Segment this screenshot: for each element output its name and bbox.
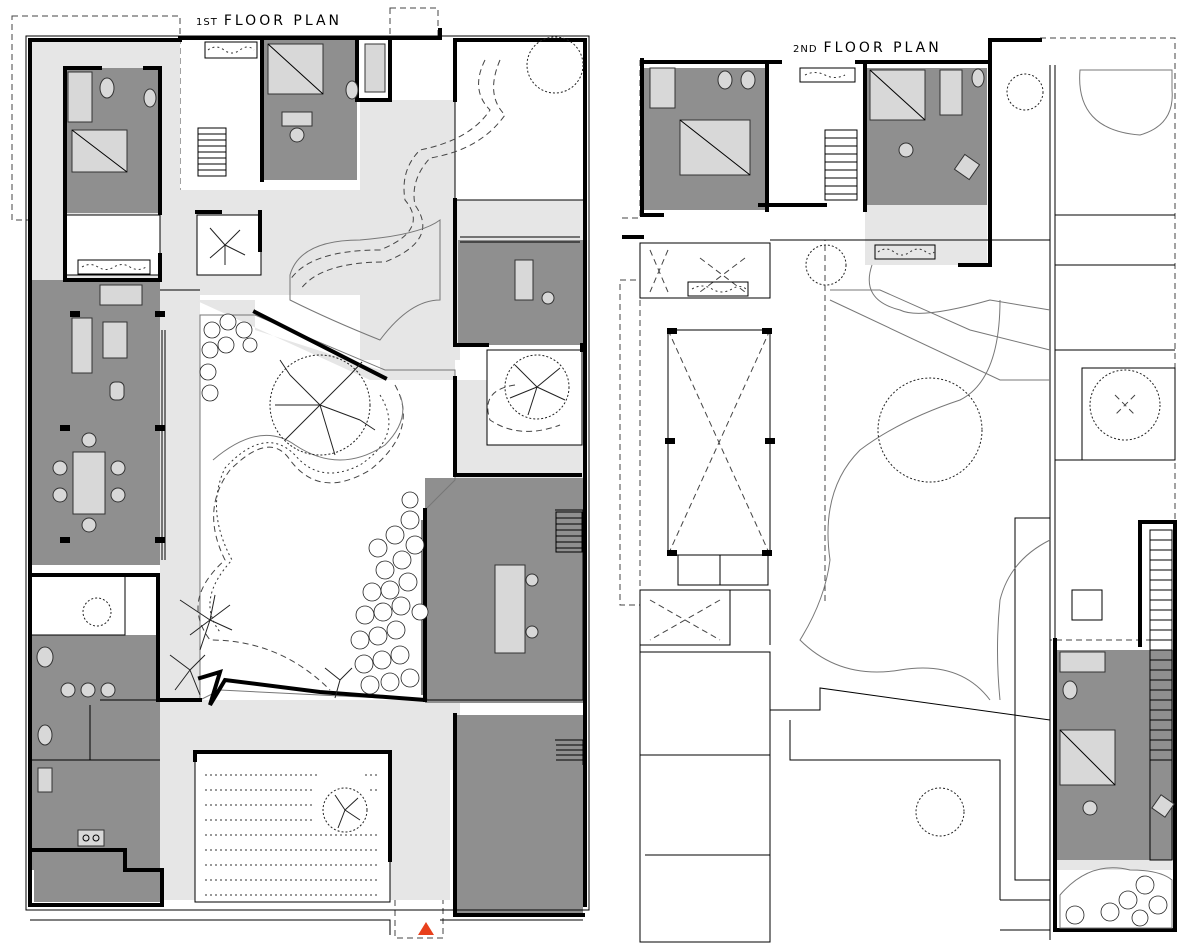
bed-icon: [1059, 729, 1116, 786]
planting-garden: [194, 751, 391, 903]
stair-icon: [197, 127, 227, 177]
first-floor-number: 1ST: [196, 17, 218, 28]
bed-icon: [267, 43, 324, 95]
bathtub-icon: [364, 43, 386, 93]
chair-icon: [514, 259, 555, 305]
second-floor-plan: [619, 37, 1177, 943]
east-court: [486, 349, 583, 446]
north-garden: [454, 39, 586, 201]
chair-icon: [898, 142, 1175, 818]
dining-table-icon: [52, 432, 126, 533]
exterior-walls: [622, 38, 1177, 932]
tree-icon: [322, 787, 368, 833]
tree-icon: [82, 36, 584, 627]
tree-icon: [209, 227, 246, 265]
utility-room: [34, 870, 162, 902]
first-floor-title: 1ST FLOOR PLAN: [196, 13, 342, 29]
bathtub-icon: [67, 71, 93, 123]
tree-icon: [504, 354, 570, 420]
first-floor-plan: [11, 7, 590, 939]
columns: [60, 311, 165, 543]
grass-pattern: [205, 774, 380, 896]
chair-icon: [60, 682, 116, 698]
toilet-icon: [345, 80, 359, 100]
courtyard-outline: [799, 264, 1051, 701]
exterior-walls: [28, 28, 587, 917]
entry-arrow-icon: [418, 922, 434, 935]
garden-path: [197, 59, 561, 691]
tree-court: [196, 214, 262, 276]
chair-icon: [281, 111, 313, 143]
tree-icon: [169, 594, 353, 699]
stair-icon: [556, 744, 583, 761]
interior-lines: [639, 65, 1175, 943]
entry-court: [64, 214, 161, 276]
bed-icon: [71, 129, 128, 173]
stair-icon: [555, 511, 583, 553]
dining-table-icon: [494, 564, 539, 654]
interior-lines: [25, 35, 590, 935]
garage: [455, 715, 583, 915]
second-floor-title: 2ND FLOOR PLAN: [793, 40, 942, 56]
tree-icon: [805, 73, 1176, 837]
shrub-icon: [687, 67, 936, 297]
stair-icon: [1149, 529, 1173, 861]
shrub-icon: [77, 41, 258, 275]
light-well: [29, 574, 126, 636]
bed-icon: [869, 69, 926, 121]
second-floor-label: FLOOR PLAN: [824, 40, 942, 56]
tree-icon: [269, 354, 376, 456]
overhang-outline: [389, 7, 439, 39]
sink-icon: [36, 646, 54, 793]
stair-icon: [824, 129, 858, 201]
bed-icon: [679, 119, 751, 176]
toilet-icon: [717, 68, 1078, 700]
bathtub-icon: [649, 67, 1106, 673]
first-floor-label: FLOOR PLAN: [224, 13, 342, 29]
living-dining-room: [30, 280, 160, 565]
skylight: [639, 242, 775, 646]
shrub-icon: [1059, 69, 1173, 929]
sofa-icon: [71, 284, 143, 401]
shrub-icon: [199, 313, 429, 695]
toilet-icon: [99, 77, 157, 108]
second-floor-number: 2ND: [793, 44, 818, 55]
stove-icon: [77, 829, 105, 847]
